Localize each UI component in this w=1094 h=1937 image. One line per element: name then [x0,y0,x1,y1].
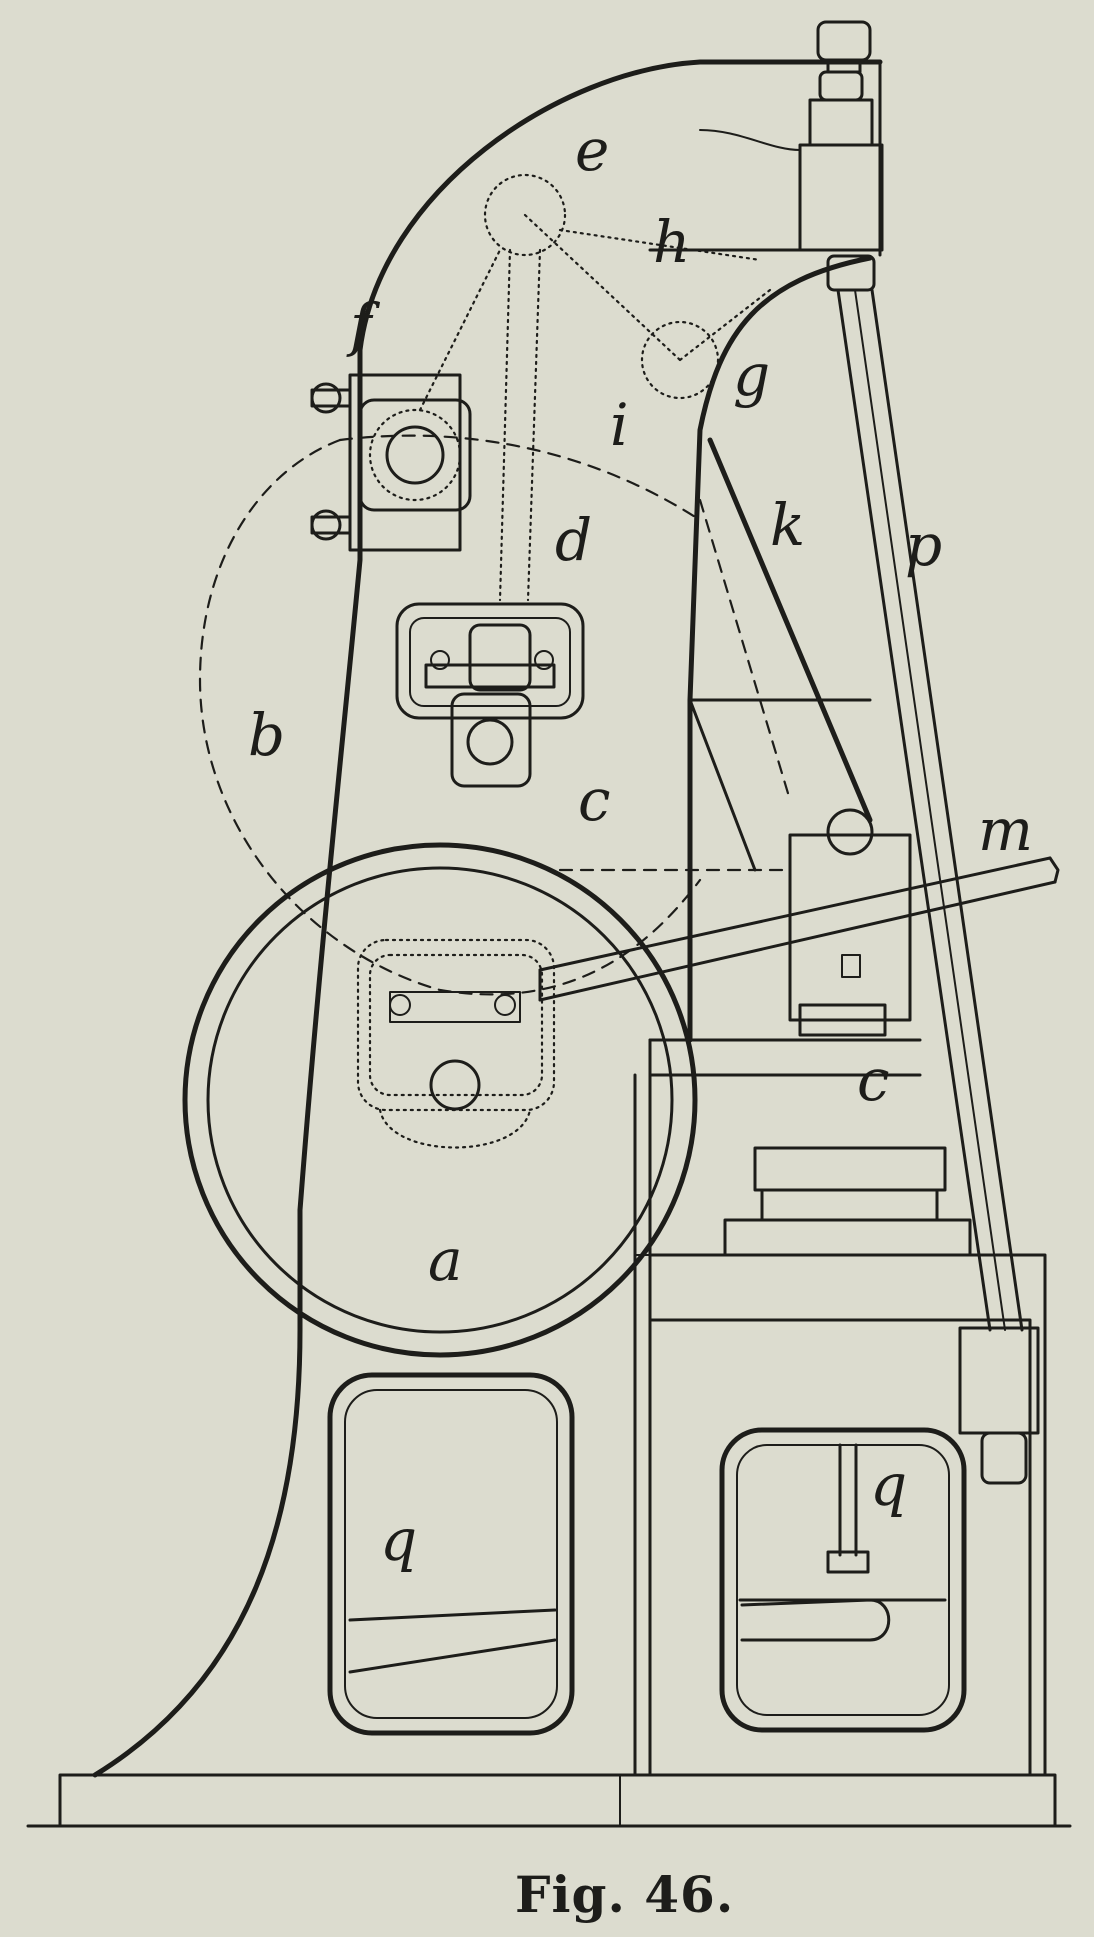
die-block [634,1146,1046,1257]
label-f: f [346,291,381,359]
lever-m [538,856,1060,1002]
machine-frame [92,59,922,1778]
crank-boss [356,938,556,1149]
label-e: e [575,116,609,184]
base-plate [26,1773,1072,1828]
frame-window-left [327,1372,575,1736]
flywheel [182,842,698,1358]
top-head [648,20,884,292]
label-i: i [610,391,629,459]
frame-window-right [719,1427,967,1733]
label-q-left: q [380,1506,417,1574]
label-g: g [733,341,770,409]
label-c-upper: c [578,766,610,834]
label-p: p [905,511,942,579]
bearing-d [395,602,585,788]
bottom-nut [958,1326,1040,1485]
label-c-lower: c [857,1046,889,1114]
part-labels: a b c c d e f g h i k m p q q [248,116,1033,1574]
toggle-linkage [418,173,772,602]
swing-circle [198,434,702,996]
bearing-f [310,373,472,552]
slide-l [788,808,912,1037]
figure-caption: Fig. 46. [515,1865,734,1924]
label-b: b [248,701,285,769]
tie-rod-p [836,288,1024,1332]
lower-frame [648,1253,1047,1777]
label-m: m [978,796,1033,864]
arm-k [688,437,873,872]
label-d: d [555,506,592,574]
label-h: h [653,208,690,276]
label-k: k [770,491,805,559]
label-a: a [428,1226,463,1294]
label-q-right: q [870,1451,907,1519]
